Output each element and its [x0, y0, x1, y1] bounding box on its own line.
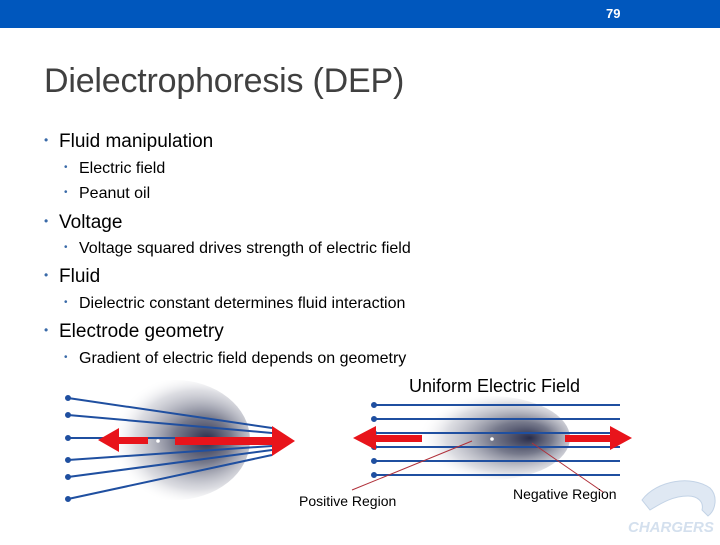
header-bar: 79: [0, 0, 720, 28]
force-arrows-left: [98, 426, 295, 456]
chargers-logo: CHARGERS: [622, 470, 720, 540]
horse-head-logo-icon: CHARGERS: [628, 480, 716, 536]
negative-region-label: Negative Region: [513, 486, 617, 502]
slide-title: Dielectrophoresis (DEP): [44, 62, 405, 100]
positive-region-label: Positive Region: [299, 493, 397, 509]
svg-text:CHARGERS: CHARGERS: [628, 519, 714, 536]
slide-number: 79: [606, 6, 621, 21]
positive-leader-line: [351, 440, 473, 491]
particle-blob: [410, 396, 570, 480]
uniform-field-caption: Uniform Electric Field: [409, 376, 581, 396]
uniform-field: [351, 396, 632, 493]
force-arrows-right: [353, 426, 632, 450]
nonuniform-field: [65, 380, 295, 502]
negative-leader-line: [531, 442, 604, 493]
